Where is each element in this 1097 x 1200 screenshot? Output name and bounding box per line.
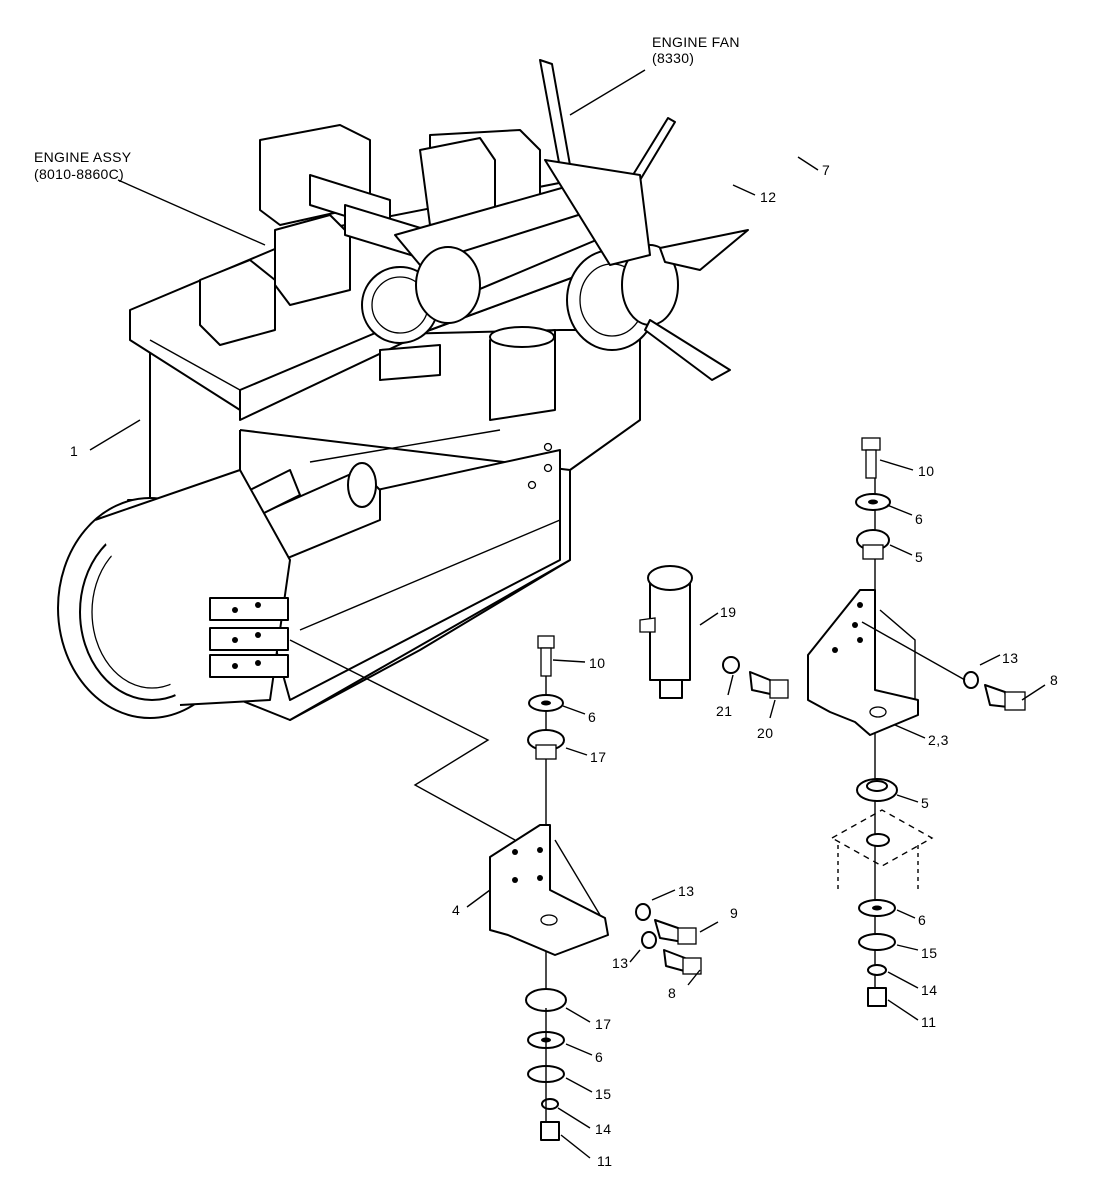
engine-assembly [57,124,679,721]
part-number-11-left: 11 [597,1153,613,1169]
part-number-labels: 1 7 12 10 6 5 13 8 2,3 5 6 15 14 11 19 2… [70,162,1058,1169]
engine-assy-code: (8010-8860C) [34,166,124,182]
part-number-9: 9 [730,905,738,921]
part-number-8-right: 8 [1050,672,1058,688]
part-number-13-left-upper: 13 [678,883,695,899]
part-number-14-right: 14 [921,982,938,998]
right-mount-hardware [807,437,1026,1007]
part-number-8-left: 8 [668,985,676,1001]
engine-fan-code: (8330) [652,50,694,66]
part-number-6-right-top: 6 [915,511,923,527]
part-number-17-left-top: 17 [590,749,607,765]
part-number-21: 21 [716,703,733,719]
part-number-4: 4 [452,902,460,918]
engine-fan-label: ENGINE FAN [652,34,740,50]
part-number-10-right: 10 [918,463,935,479]
part-number-19: 19 [720,604,737,620]
part-number-17-left-bottom: 17 [595,1016,612,1032]
part-number-6-left-bottom: 6 [595,1049,603,1065]
left-mount-hardware [289,635,702,1141]
callout-labels: ENGINE FAN (8330) ENGINE ASSY (8010-8860… [34,34,740,182]
leader-lines [89,69,1046,1159]
part-number-15-right: 15 [921,945,938,961]
part-number-20: 20 [757,725,774,741]
part-number-1: 1 [70,443,78,459]
part-number-10-left: 10 [589,655,606,671]
engine-assy-label: ENGINE ASSY [34,149,132,165]
engine-fan [539,59,749,381]
part-number-14-left: 14 [595,1121,612,1137]
part-number-13-left-lower: 13 [612,955,629,971]
part-number-5-right-bottom: 5 [921,795,929,811]
part-number-2-3: 2,3 [928,732,949,748]
part-number-15-left: 15 [595,1086,612,1102]
sensor-19 [639,565,789,699]
part-number-13-right: 13 [1002,650,1019,666]
part-number-12: 12 [760,189,777,205]
part-number-6-left-top: 6 [588,709,596,725]
part-number-7: 7 [822,162,830,178]
part-number-6-right-bottom: 6 [918,912,926,928]
part-number-5-right-top: 5 [915,549,923,565]
part-number-11-right: 11 [921,1014,937,1030]
